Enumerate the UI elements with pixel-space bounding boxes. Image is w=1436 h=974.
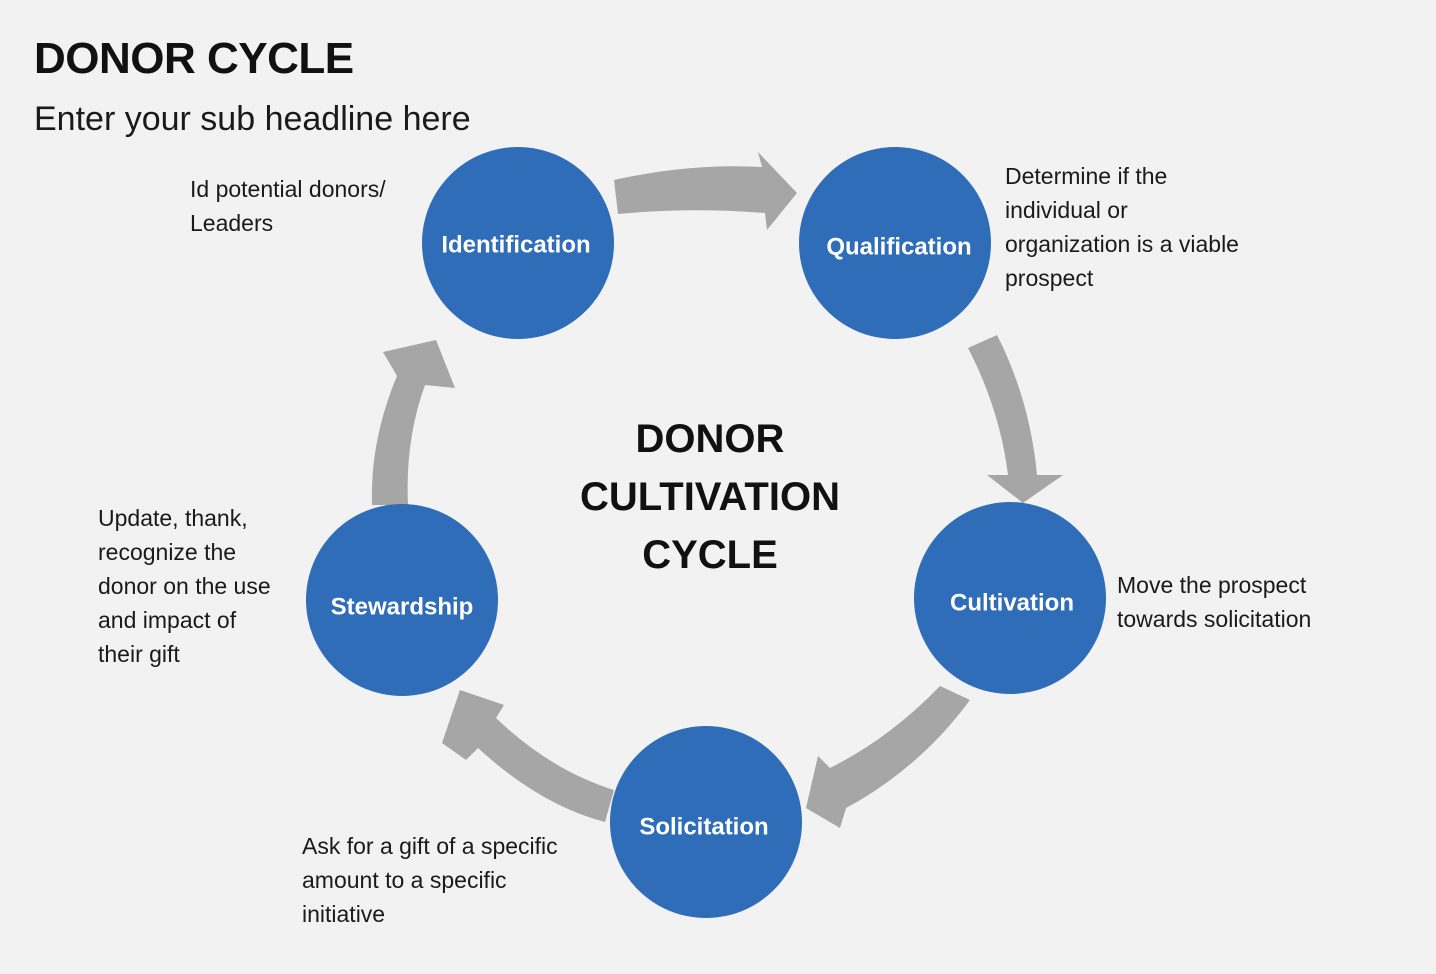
description-line: Update, thank,: [98, 505, 248, 531]
description-line: recognize the: [98, 539, 237, 565]
description-line: Determine if the: [1005, 163, 1168, 189]
description-line: initiative: [302, 901, 386, 927]
description-line: organization is a viable: [1005, 231, 1239, 257]
page-title: DONOR CYCLE: [34, 34, 354, 83]
stage-label-identification: Identification: [441, 231, 590, 258]
center-title-line: CYCLE: [642, 533, 778, 577]
description-line: Move the prospect: [1117, 572, 1307, 598]
description-line: their gift: [98, 641, 180, 667]
description-line: Id potential donors/: [190, 176, 386, 202]
stage-node-qualification: Qualification: [799, 147, 991, 339]
cycle-arrow-qualification-to-cultivation: [968, 335, 1063, 503]
cycle-arrow-stewardship-to-identification: [371, 340, 455, 505]
stage-label-qualification: Qualification: [826, 233, 971, 260]
stage-node-identification: Identification: [422, 147, 614, 339]
description-stewardship: Update, thank, recognize the donor on th…: [98, 501, 271, 671]
stage-label-cultivation: Cultivation: [950, 589, 1074, 616]
description-line: individual or: [1005, 197, 1128, 223]
description-line: towards solicitation: [1117, 606, 1312, 632]
cycle-arrow-cultivation-to-solicitation: [806, 686, 970, 828]
page-subtitle: Enter your sub headline here: [34, 100, 471, 138]
stage-node-solicitation: Solicitation: [610, 726, 802, 918]
description-identification: Id potential donors/ Leaders: [190, 172, 386, 240]
description-line: Leaders: [190, 210, 274, 236]
stage-node-stewardship: Stewardship: [306, 504, 498, 696]
stage-label-solicitation: Solicitation: [639, 813, 768, 840]
description-qualification: Determine if the individual or organizat…: [1005, 159, 1239, 295]
description-cultivation: Move the prospect towards solicitation: [1117, 568, 1311, 636]
description-line: Ask for a gift of a specific: [302, 833, 558, 859]
cycle-arrow-identification-to-qualification: [614, 152, 797, 230]
center-title: DONOR CULTIVATION CYCLE: [560, 410, 860, 584]
description-line: amount to a specific: [302, 867, 507, 893]
description-solicitation: Ask for a gift of a specific amount to a…: [302, 829, 558, 931]
stage-label-stewardship: Stewardship: [331, 593, 474, 620]
description-line: and impact of: [98, 607, 237, 633]
cycle-arrow-solicitation-to-stewardship: [442, 690, 614, 822]
center-title-line: CULTIVATION: [580, 475, 840, 519]
center-title-line: DONOR: [635, 417, 785, 461]
description-line: prospect: [1005, 265, 1094, 291]
stage-node-cultivation: Cultivation: [914, 502, 1106, 694]
description-line: donor on the use: [98, 573, 271, 599]
